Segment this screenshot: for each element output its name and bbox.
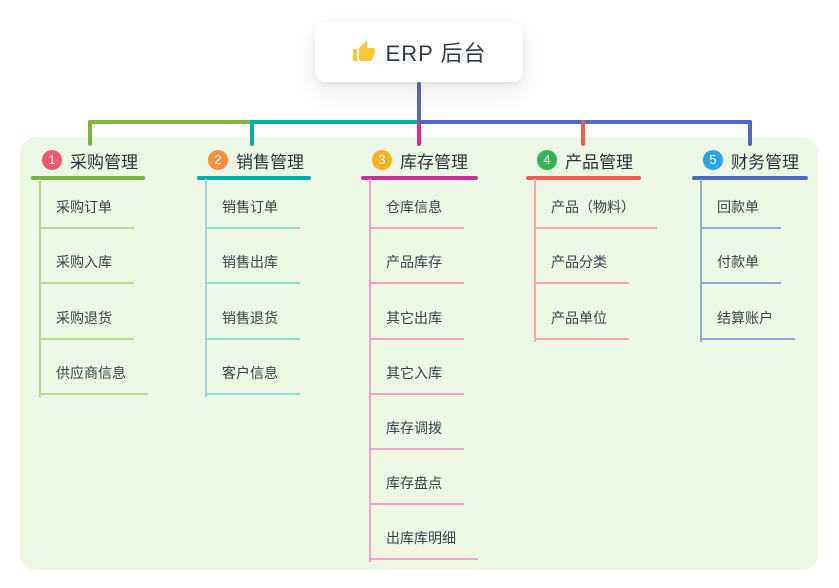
child-node[interactable]: 结算账户 bbox=[700, 308, 795, 340]
child-node[interactable]: 库存盘点 bbox=[369, 473, 464, 505]
branch-4-riser bbox=[581, 120, 585, 146]
branch-node-sales[interactable]: 2 销售管理 bbox=[208, 148, 304, 172]
child-node[interactable]: 库存调拨 bbox=[369, 418, 464, 450]
branch-number-badge: 1 bbox=[42, 150, 62, 170]
branch-label: 采购管理 bbox=[70, 152, 138, 172]
branch-number-badge: 2 bbox=[208, 150, 228, 170]
child-node[interactable]: 采购订单 bbox=[39, 197, 134, 229]
branch-2-riser bbox=[250, 120, 254, 146]
branch-underline bbox=[197, 176, 311, 180]
root-title: ERP 后台 bbox=[385, 41, 487, 66]
branch-number-badge: 4 bbox=[537, 150, 557, 170]
child-node[interactable]: 客户信息 bbox=[205, 363, 300, 395]
child-node[interactable]: 产品分类 bbox=[534, 252, 629, 284]
child-node[interactable]: 仓库信息 bbox=[369, 197, 464, 229]
branch-node-purchase[interactable]: 1 采购管理 bbox=[42, 148, 138, 172]
branch-number-badge: 3 bbox=[372, 150, 392, 170]
branch-number-badge: 5 bbox=[703, 150, 723, 170]
thumbs-up-icon bbox=[352, 41, 375, 61]
child-connector-line bbox=[39, 179, 41, 397]
branch-node-inventory[interactable]: 3 库存管理 bbox=[372, 148, 468, 172]
root-connector bbox=[417, 82, 421, 124]
root-node[interactable]: ERP 后台 bbox=[315, 22, 523, 82]
child-connector-line bbox=[700, 179, 702, 342]
child-node[interactable]: 供应商信息 bbox=[39, 363, 148, 395]
child-node[interactable]: 产品库存 bbox=[369, 252, 464, 284]
child-node[interactable]: 采购退货 bbox=[39, 308, 134, 340]
child-node[interactable]: 出库库明细 bbox=[369, 528, 478, 560]
branch-node-product[interactable]: 4 产品管理 bbox=[537, 148, 633, 172]
branch-label: 销售管理 bbox=[236, 152, 304, 172]
child-node[interactable]: 回款单 bbox=[700, 197, 781, 229]
branch-underline bbox=[692, 176, 808, 180]
child-connector-line bbox=[369, 179, 371, 562]
child-node[interactable]: 采购入库 bbox=[39, 252, 134, 284]
branch-label: 财务管理 bbox=[731, 152, 799, 172]
branch-label: 产品管理 bbox=[565, 152, 633, 172]
child-node[interactable]: 其它入库 bbox=[369, 363, 464, 395]
child-node[interactable]: 产品（物料） bbox=[534, 197, 657, 229]
child-connector-line bbox=[534, 179, 536, 342]
branch-underline bbox=[526, 176, 641, 180]
bus-segment-green bbox=[88, 120, 254, 124]
child-node[interactable]: 其它出库 bbox=[369, 308, 464, 340]
child-node[interactable]: 付款单 bbox=[700, 252, 781, 284]
child-node[interactable]: 产品单位 bbox=[534, 308, 629, 340]
branch-underline bbox=[31, 176, 145, 180]
child-node[interactable]: 销售出库 bbox=[205, 252, 300, 284]
child-node[interactable]: 销售订单 bbox=[205, 197, 300, 229]
branch-node-finance[interactable]: 5 财务管理 bbox=[703, 148, 799, 172]
bus-segment-teal bbox=[250, 120, 421, 124]
branch-1-riser bbox=[88, 120, 92, 146]
branch-5-riser bbox=[748, 120, 752, 146]
mindmap-panel bbox=[20, 137, 818, 570]
child-connector-line bbox=[205, 179, 207, 397]
branch-underline bbox=[361, 176, 478, 180]
child-node[interactable]: 销售退货 bbox=[205, 308, 300, 340]
bus-segment-blue bbox=[419, 120, 752, 124]
branch-3-riser bbox=[417, 121, 421, 146]
branch-label: 库存管理 bbox=[400, 152, 468, 172]
